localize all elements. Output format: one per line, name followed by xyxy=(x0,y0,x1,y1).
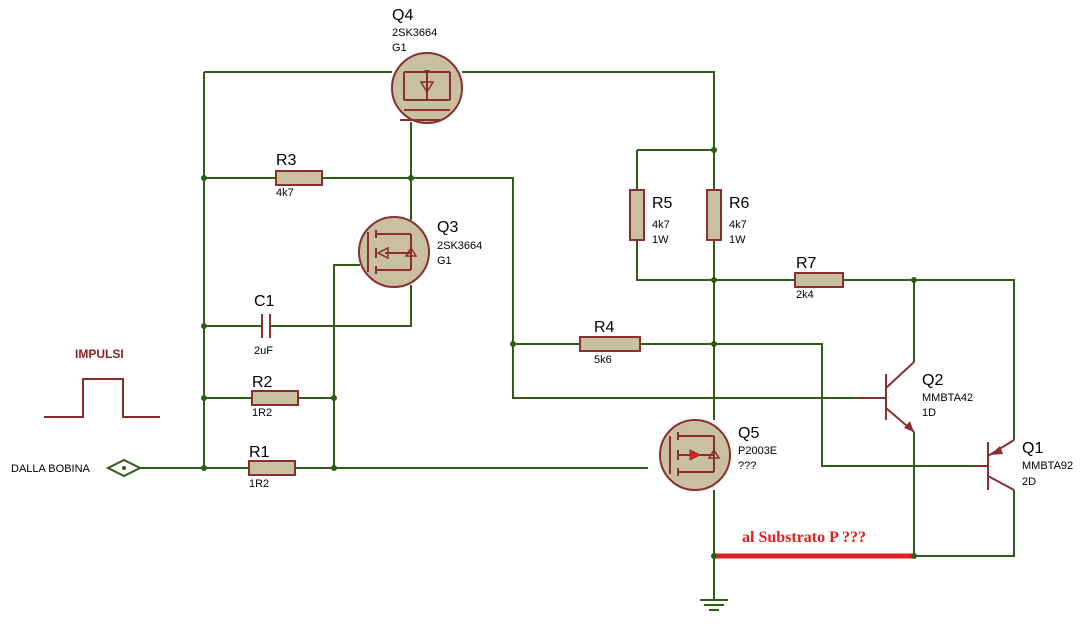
q4-sub: G1 xyxy=(392,42,407,54)
mosfet-q5[interactable] xyxy=(659,419,731,491)
junction-dots xyxy=(201,147,917,559)
input-terminal[interactable] xyxy=(105,458,143,478)
r7-ref: R7 xyxy=(796,255,817,272)
resistor-r4[interactable] xyxy=(579,336,641,352)
q2-sub: 1D xyxy=(922,407,936,419)
q5-ref: Q5 xyxy=(738,425,759,442)
r4-value: 5k6 xyxy=(594,354,612,366)
c1-ref: C1 xyxy=(254,293,275,310)
r5-power: 1W xyxy=(652,234,669,246)
c1-value: 2uF xyxy=(254,345,273,357)
r7-value: 2k4 xyxy=(796,289,814,301)
r3-value: 4k7 xyxy=(276,187,294,199)
mosfet-q3[interactable] xyxy=(358,216,430,288)
wires xyxy=(140,71,1015,600)
r6-ref: R6 xyxy=(729,195,750,212)
r1-ref: R1 xyxy=(249,444,270,461)
bjt-q2[interactable] xyxy=(855,361,915,433)
r6-power: 1W xyxy=(729,234,746,246)
capacitor-c1[interactable] xyxy=(261,314,282,338)
r1-value: 1R2 xyxy=(249,478,269,490)
pulse-label: IMPULSI xyxy=(75,347,124,361)
r2-ref: R2 xyxy=(252,374,273,391)
r6-value: 4k7 xyxy=(729,219,747,231)
q2-value: MMBTA42 xyxy=(922,392,973,404)
q1-value: MMBTA92 xyxy=(1022,460,1073,472)
r5-ref: R5 xyxy=(652,195,673,212)
bjt-q1[interactable] xyxy=(975,439,1015,491)
input-label: DALLA BOBINA xyxy=(11,463,91,475)
resistor-r1[interactable] xyxy=(248,460,296,476)
resistor-r2[interactable] xyxy=(251,390,299,406)
resistor-r5[interactable] xyxy=(629,189,645,241)
q4-ref: Q4 xyxy=(392,7,413,24)
resistor-r6[interactable] xyxy=(706,189,722,241)
r5-value: 4k7 xyxy=(652,219,670,231)
mosfet-q4[interactable] xyxy=(391,52,463,124)
r2-value: 1R2 xyxy=(252,407,272,419)
r3-ref: R3 xyxy=(276,152,297,169)
q3-value: 2SK3664 xyxy=(437,240,482,252)
q1-ref: Q1 xyxy=(1022,440,1043,457)
q4-value: 2SK3664 xyxy=(392,27,437,39)
ground-symbol xyxy=(700,599,728,611)
q5-value: P2003E xyxy=(738,445,777,457)
substrate-label: al Substrato P ??? xyxy=(742,529,866,546)
resistor-r7[interactable] xyxy=(794,272,844,288)
q5-sub: ??? xyxy=(738,460,756,472)
q3-sub: G1 xyxy=(437,255,452,267)
r4-ref: R4 xyxy=(594,319,615,336)
q1-sub: 2D xyxy=(1022,476,1036,488)
q2-ref: Q2 xyxy=(922,372,943,389)
pulse-waveform xyxy=(44,378,160,418)
q3-ref: Q3 xyxy=(437,219,458,236)
resistor-r3[interactable] xyxy=(275,170,323,186)
